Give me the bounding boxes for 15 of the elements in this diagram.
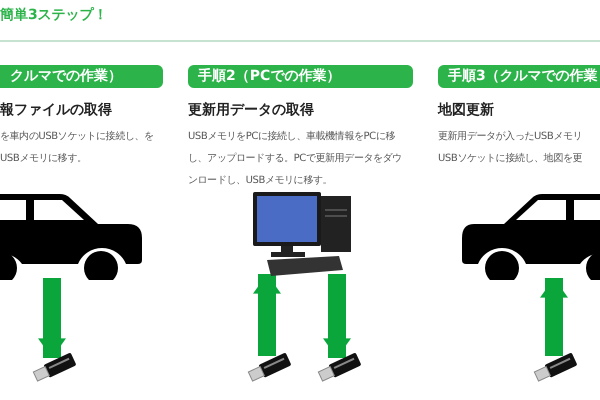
step-header: 手順3（クルマでの作業: [438, 65, 600, 88]
computer-icon: [253, 190, 353, 276]
step-heading: 報ファイルの取得: [0, 101, 113, 119]
step-header: クルマでの作業）: [0, 65, 163, 88]
page-title: 簡単3ステップ！: [0, 6, 109, 24]
step-description: を車内のUSBソケットに接続し、をUSBメモリに移す。: [0, 130, 155, 166]
step-description: USBメモリをPCに接続し、車載機情報をPCに移し、アップロードする。PCで更新用データをダウンロードし、USBメモリに移す。: [188, 130, 403, 188]
arrow: [253, 274, 281, 356]
step-description: 更新用データが入ったUSBメモリUSBソケットに接続し、地図を更: [438, 130, 584, 166]
step-header: 手順2（PCでの作業）: [188, 65, 413, 88]
arrow: [38, 278, 66, 358]
step-heading: 地図更新: [438, 101, 495, 119]
arrow: [323, 274, 351, 358]
arrow: [540, 278, 568, 356]
step-heading: 更新用データの取得: [188, 101, 315, 119]
